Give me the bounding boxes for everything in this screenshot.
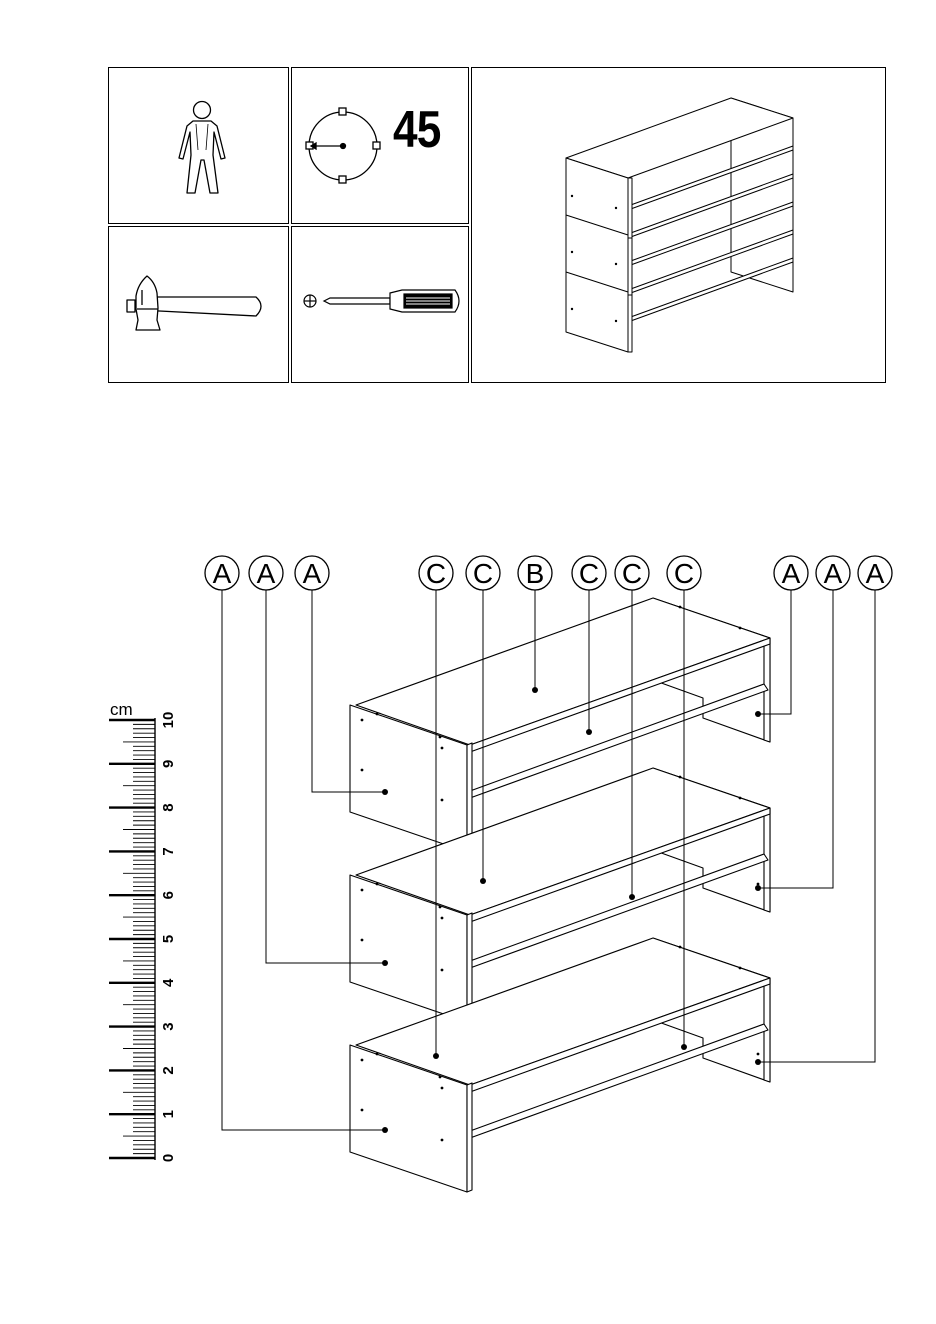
ruler-tick-label: 0	[160, 1154, 177, 1162]
screw-hole	[679, 946, 682, 949]
assembled-shelf-overview	[566, 98, 793, 352]
screw-hole	[739, 967, 742, 970]
callout-a-label: A	[782, 558, 801, 589]
screw-hole	[441, 799, 444, 802]
ruler-tick-label: 6	[160, 891, 177, 899]
callout-b-label: B	[526, 558, 545, 589]
leader-dot	[382, 960, 388, 966]
hammer-icon	[127, 276, 261, 330]
leader-dot	[755, 1059, 761, 1065]
callout-a-label: A	[303, 558, 322, 589]
screw-hole	[441, 1139, 444, 1142]
clock-icon	[306, 108, 380, 183]
screw-hole	[361, 769, 364, 772]
screw-hole	[376, 713, 379, 716]
callout-a-label: A	[824, 558, 843, 589]
ruler-tick-label: 1	[160, 1110, 177, 1118]
screw-hole	[739, 797, 742, 800]
screw-hole	[439, 906, 442, 909]
leader-dot	[532, 687, 538, 693]
screw-hole	[361, 1059, 364, 1062]
screw-hole	[376, 1053, 379, 1056]
ruler-tick-label: 7	[160, 847, 177, 855]
screw-hole	[441, 917, 444, 920]
screw-hole	[441, 969, 444, 972]
callout-a-label: A	[866, 558, 885, 589]
callout-c-label: C	[622, 558, 642, 589]
ruler-tick-label: 8	[160, 803, 177, 811]
leader-dot	[681, 1044, 687, 1050]
ruler-tick-label: 4	[160, 978, 177, 987]
ruler-tick-label: 3	[160, 1022, 177, 1030]
exploded-shelf-diagram	[350, 598, 770, 1192]
callout-c-label: C	[579, 558, 599, 589]
ruler-unit-label: cm	[110, 700, 133, 720]
callout-leader	[758, 590, 875, 1062]
screw-hole	[439, 736, 442, 739]
screw-hole	[757, 883, 760, 886]
callout-c-label: C	[426, 558, 446, 589]
leader-dot	[433, 1053, 439, 1059]
screw-hole	[679, 776, 682, 779]
screw-hole	[361, 889, 364, 892]
leader-dot	[586, 729, 592, 735]
ruler: 0 1 2 3 4 5 6 7 8 9 10	[109, 712, 177, 1163]
screw-hole	[441, 747, 444, 750]
end-panel-left-edge	[467, 1083, 472, 1192]
ruler-tick-label: 5	[160, 935, 177, 943]
callout-c-label: C	[674, 558, 694, 589]
phillips-screwdriver-icon	[304, 290, 459, 312]
leader-dot	[382, 1127, 388, 1133]
ruler-tick-label: 10	[160, 712, 177, 729]
ruler-tick-label: 9	[160, 760, 177, 768]
callout-c-label: C	[473, 558, 493, 589]
leader-dot	[629, 894, 635, 900]
leader-dot	[755, 885, 761, 891]
screw-hole	[739, 627, 742, 630]
screw-hole	[439, 1076, 442, 1079]
callout-a-label: A	[213, 558, 232, 589]
screw-hole	[361, 1109, 364, 1112]
callout-a-label: A	[257, 558, 276, 589]
person-icon	[179, 102, 225, 194]
screw-hole	[679, 606, 682, 609]
screw-hole	[376, 883, 379, 886]
ruler-tick-label: 2	[160, 1066, 177, 1074]
leader-dot	[480, 878, 486, 884]
screw-hole	[757, 1053, 760, 1056]
screw-hole	[441, 1087, 444, 1090]
screw-hole	[361, 719, 364, 722]
screw-hole	[361, 939, 364, 942]
leader-dot	[755, 711, 761, 717]
leader-dot	[382, 789, 388, 795]
